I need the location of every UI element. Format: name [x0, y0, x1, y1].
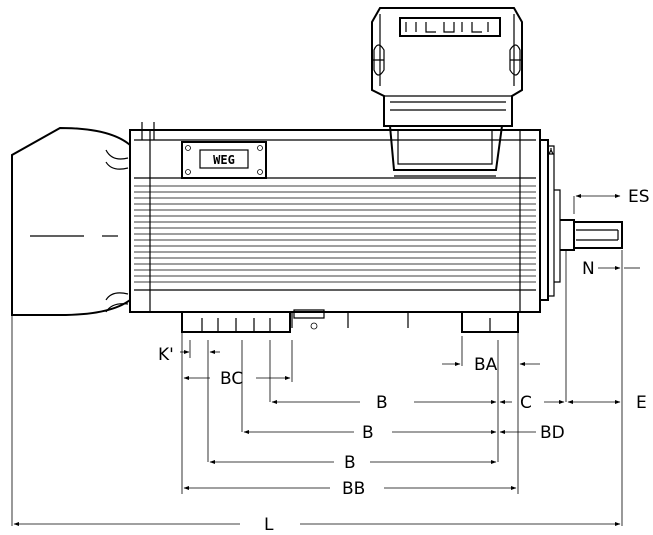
dim-label-es: ES	[628, 187, 650, 207]
dim-label-n: N	[582, 259, 595, 279]
dim-label-k-prime: K'	[158, 345, 174, 365]
motor-frame: WEG	[129, 122, 541, 313]
fan-cover	[11, 126, 131, 316]
dim-label-e: E	[636, 393, 647, 413]
dim-label-bc: BC	[220, 369, 243, 389]
dim-label-b-middle: B	[362, 423, 374, 443]
nameplate-box	[399, 17, 501, 37]
dim-label-bd: BD	[540, 423, 565, 443]
dim-label-b-top: B	[376, 393, 388, 413]
dimension-lines	[13, 194, 640, 526]
logo-plate	[181, 141, 267, 179]
logo-text: WEG	[213, 153, 235, 167]
dimension-labels: ES N K' BC BA C E B B BD B BB L	[158, 187, 650, 535]
logo-box	[199, 149, 249, 169]
terminal-box	[371, 7, 523, 177]
front-endshield	[540, 139, 561, 301]
dim-label-b-lower: B	[344, 453, 356, 473]
motor-feet	[181, 309, 519, 333]
dim-label-c: C	[520, 393, 532, 413]
dim-label-bb: BB	[342, 479, 365, 499]
witness-lines	[11, 196, 623, 526]
dim-label-ba: BA	[474, 355, 498, 375]
shaft	[560, 219, 623, 251]
dim-label-l: L	[264, 515, 274, 535]
